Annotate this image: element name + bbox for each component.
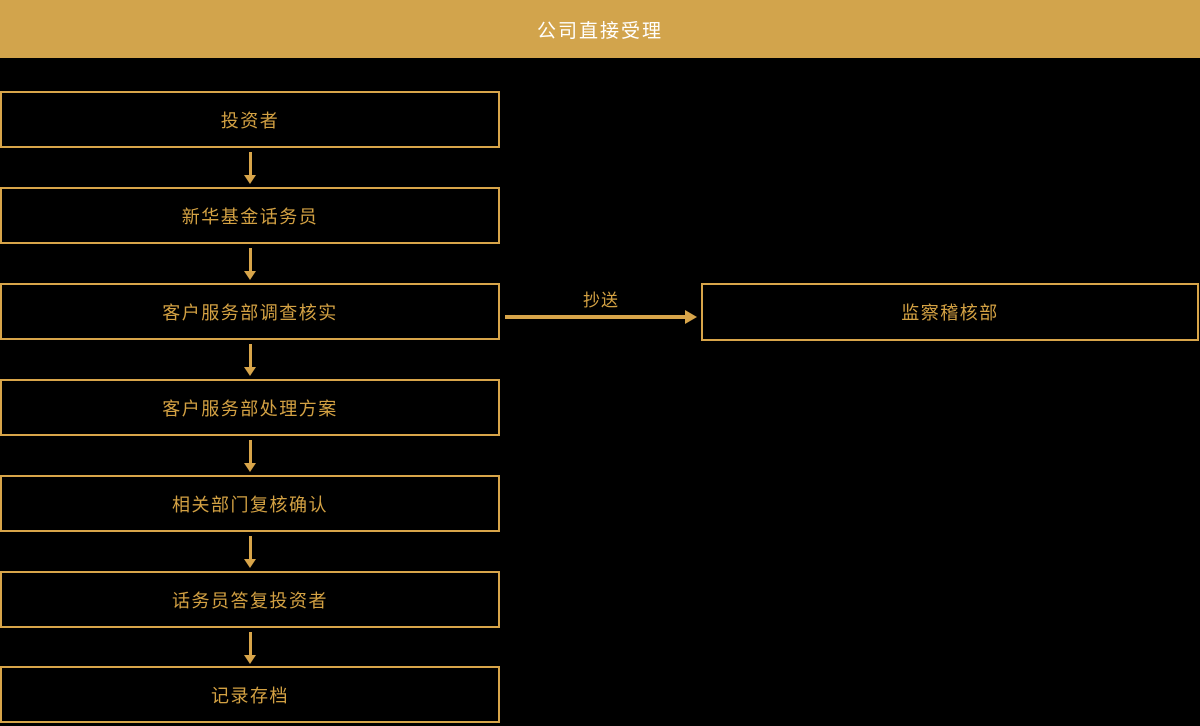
flow-step-label: 新华基金话务员 bbox=[181, 206, 319, 227]
arrow-head bbox=[244, 463, 256, 472]
arrow-shaft bbox=[248, 632, 252, 655]
arrow-head bbox=[685, 310, 697, 324]
branch-target-box: 监察稽核部 bbox=[701, 283, 1199, 341]
arrow-down-icon bbox=[244, 248, 256, 280]
arrow-shaft bbox=[248, 152, 252, 175]
arrow-head bbox=[244, 559, 256, 568]
arrow-shaft bbox=[248, 536, 252, 559]
flow-step-archive: 记录存档 bbox=[0, 666, 500, 723]
flow-step-operator-reply: 话务员答复投资者 bbox=[0, 571, 500, 628]
flow-step-dept-review: 相关部门复核确认 bbox=[0, 475, 500, 532]
flow-step-label: 记录存档 bbox=[211, 685, 289, 706]
arrow-down-icon bbox=[244, 536, 256, 568]
arrow-down-icon bbox=[244, 440, 256, 472]
arrow-shaft bbox=[248, 248, 252, 271]
flow-step-investor: 投资者 bbox=[0, 91, 500, 148]
arrow-shaft bbox=[248, 440, 252, 463]
flow-step-label: 客户服务部调查核实 bbox=[162, 302, 338, 323]
arrow-right-icon bbox=[505, 310, 697, 324]
header-bar: 公司直接受理 bbox=[0, 0, 1200, 58]
arrow-head bbox=[244, 655, 256, 664]
flow-step-label: 投资者 bbox=[220, 110, 280, 131]
flow-step-cs-plan: 客户服务部处理方案 bbox=[0, 379, 500, 436]
arrow-down-icon bbox=[244, 152, 256, 184]
branch-target-label: 监察稽核部 bbox=[901, 303, 999, 323]
arrow-shaft bbox=[248, 344, 252, 367]
flow-step-cs-investigate: 客户服务部调查核实 bbox=[0, 283, 500, 340]
flow-step-label: 客户服务部处理方案 bbox=[162, 398, 338, 419]
flow-step-label: 相关部门复核确认 bbox=[172, 494, 328, 515]
arrow-head bbox=[244, 271, 256, 280]
branch-arrow-label: 抄送 bbox=[583, 291, 619, 310]
flow-step-label: 话务员答复投资者 bbox=[172, 590, 328, 611]
arrow-down-icon bbox=[244, 344, 256, 376]
page-title: 公司直接受理 bbox=[536, 20, 663, 42]
flow-step-fund-operator: 新华基金话务员 bbox=[0, 187, 500, 244]
arrow-head bbox=[244, 175, 256, 184]
arrow-shaft bbox=[505, 315, 685, 319]
arrow-head bbox=[244, 367, 256, 376]
arrow-down-icon bbox=[244, 632, 256, 664]
